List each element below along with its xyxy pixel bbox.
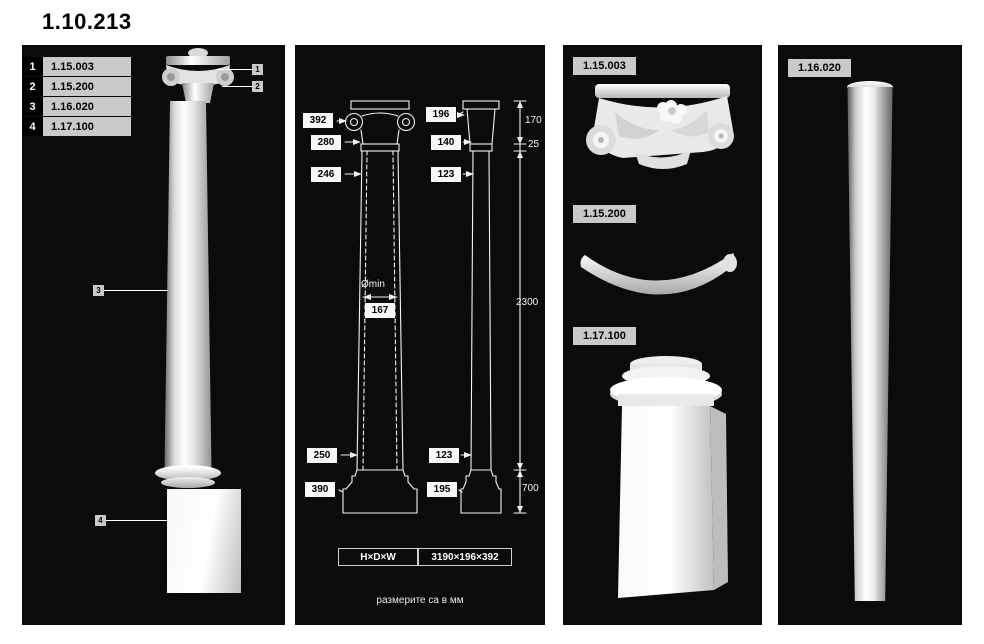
dim-capital-width: 392 bbox=[303, 113, 333, 128]
base-photo bbox=[610, 356, 728, 598]
legend-item-number: 2 bbox=[22, 77, 43, 96]
dim-height-capital: 170 bbox=[525, 115, 542, 126]
product-code-base: 1.17.100 bbox=[573, 327, 636, 345]
legend-item-code: 1.15.003 bbox=[43, 57, 131, 76]
legend-item-number: 3 bbox=[22, 97, 43, 116]
legend-row: 1 1.15.003 bbox=[22, 57, 131, 76]
shaft-photo bbox=[847, 87, 893, 601]
legend-item-number: 1 bbox=[22, 57, 43, 76]
dim-base-width: 390 bbox=[305, 482, 335, 497]
legend-item-code: 1.15.200 bbox=[43, 77, 131, 96]
callout-marker-3: 3 bbox=[93, 285, 104, 296]
product-code-shaft: 1.16.020 bbox=[788, 59, 851, 77]
legend-row: 3 1.16.020 bbox=[22, 97, 131, 116]
dim-shaft-top-depth: 123 bbox=[431, 167, 461, 182]
legend: 1 1.15.003 2 1.15.200 3 1.16.020 4 1.17.… bbox=[22, 57, 131, 137]
column-dimension-drawing bbox=[336, 100, 527, 514]
ring-photo bbox=[580, 253, 737, 295]
panel-shaft-photo: 1.16.020 bbox=[778, 45, 962, 625]
panel-full-column-photo: 1 1.15.003 2 1.15.200 3 1.16.020 4 1.17.… bbox=[22, 45, 285, 625]
callout-line-1 bbox=[217, 69, 252, 70]
legend-item-number: 4 bbox=[22, 117, 43, 136]
dim-shaft-bottom-width: 250 bbox=[307, 448, 337, 463]
dim-base-depth: 195 bbox=[427, 482, 457, 497]
column-pedestal-image bbox=[167, 489, 241, 593]
drawing-arrowheads bbox=[339, 101, 523, 513]
units-note: размерите са в мм bbox=[376, 595, 464, 606]
summary-label-box: H×D×W bbox=[338, 548, 418, 566]
dim-neck-width: 280 bbox=[311, 135, 341, 150]
product-code-capital: 1.15.003 bbox=[573, 57, 636, 75]
legend-row: 2 1.15.200 bbox=[22, 77, 131, 96]
dim-neck-depth: 140 bbox=[431, 135, 461, 150]
column-capital-image bbox=[162, 48, 234, 103]
callout-marker-1: 1 bbox=[252, 64, 263, 75]
callout-marker-4: 4 bbox=[95, 515, 106, 526]
page-title: 1.10.213 bbox=[42, 9, 132, 34]
legend-row: 4 1.17.100 bbox=[22, 117, 131, 136]
dim-shaft-top-width: 246 bbox=[311, 167, 341, 182]
capital-photo bbox=[586, 84, 734, 169]
drawing-lines bbox=[336, 100, 527, 514]
dim-dmin-label: Ømin bbox=[361, 279, 385, 290]
dim-height-base: 700 bbox=[522, 483, 539, 494]
callout-marker-2: 2 bbox=[252, 81, 263, 92]
callout-line-4 bbox=[106, 520, 167, 521]
panel-component-photos: 1.15.003 1.15.200 1.17.100 bbox=[563, 45, 762, 625]
legend-item-code: 1.16.020 bbox=[43, 97, 131, 116]
summary-value-box: 3190×196×392 bbox=[418, 548, 512, 566]
dim-dmin-value: 167 bbox=[365, 303, 395, 318]
legend-item-code: 1.17.100 bbox=[43, 117, 131, 136]
callout-line-2 bbox=[222, 86, 252, 87]
panel-technical-drawing: 392 280 246 Ømin 167 250 390 196 140 123… bbox=[295, 45, 545, 625]
dim-capital-depth: 196 bbox=[426, 107, 456, 122]
callout-line-3 bbox=[104, 290, 168, 291]
dim-height-shaft: 2300 bbox=[516, 297, 539, 308]
dim-height-collar: 25 bbox=[528, 139, 540, 150]
column-shaft-image bbox=[164, 101, 212, 469]
dim-shaft-bottom-depth: 123 bbox=[429, 448, 459, 463]
product-code-ring: 1.15.200 bbox=[573, 205, 636, 223]
column-collar-image bbox=[161, 477, 215, 488]
